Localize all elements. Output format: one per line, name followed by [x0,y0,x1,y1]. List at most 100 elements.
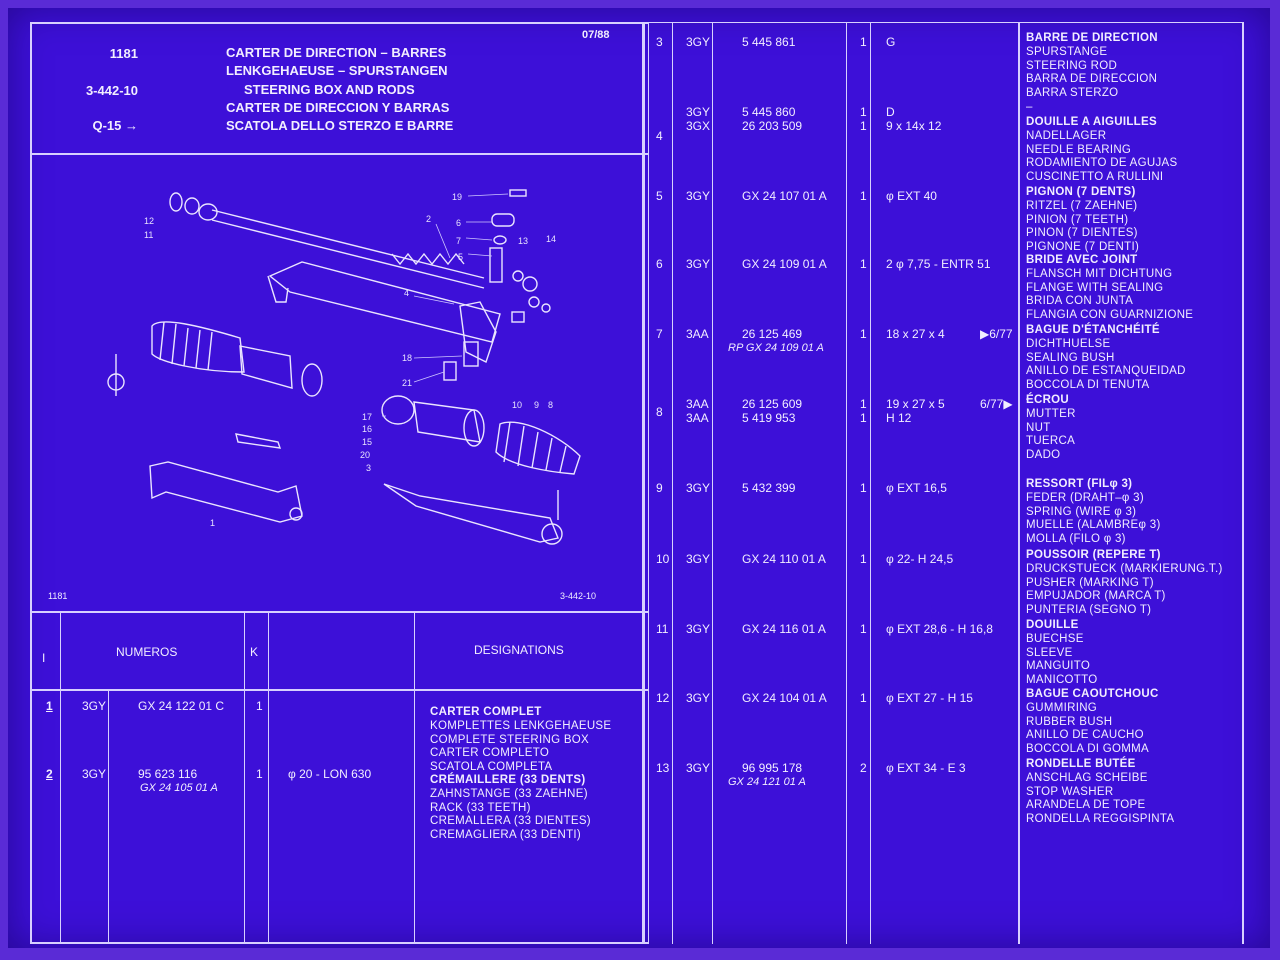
designation-line: NEEDLE BEARING [1026,143,1132,156]
callout-10: 10 [512,400,522,410]
designation-line: NUT [1026,421,1051,434]
row-prefix: 3AA [686,411,709,425]
designation-line: CUSCINETTO A RULLINI [1026,171,1164,184]
row-prefix: 3GY [82,699,107,713]
row-specification: H 12 [886,411,912,425]
row-prefix: 3GY [686,552,711,566]
row-part-number: GX 24 104 01 A [742,691,827,705]
designation-line: RACK (33 TEETH) [430,801,531,814]
row-item-number: 13 [656,761,670,775]
part-2-rack-bottom [211,219,485,289]
row-specification: φ EXT 16,5 [886,481,947,495]
row-part-number: 26 125 469 [742,327,803,341]
row-validity-date: 6/77▶ [980,397,1013,411]
rcol-line-numbers [846,22,847,944]
row-item-number: 2 [46,767,53,781]
row-specification: D [886,105,895,119]
part-14-washer [522,276,538,292]
designation-line: – [1026,100,1033,113]
exploded-parts-diagram: 19 2 6 7 13 5 14 12 11 4 18 21 10 9 8 17… [107,189,581,545]
designation-line: SPURSTANGE [1026,45,1108,58]
left-boot-ribs [159,321,213,371]
diagram-bottom-divider [30,611,648,613]
rcol-line-spec [1018,22,1020,944]
part-21-screw [443,361,457,381]
designation-line: SPRING (WIRE φ 3) [1026,505,1137,518]
row-quantity: 1 [860,189,867,203]
row-quantity: 1 [860,105,867,119]
designation-line: PINON (7 DIENTES) [1026,227,1138,240]
row-quantity: 1 [256,699,263,713]
right-top-border [642,22,1242,23]
designation-line: FLANSCH MIT DICHTUNG [1026,267,1173,280]
designation-line: PINION (7 TEETH) [1026,213,1129,226]
designation-line: NADELLAGER [1026,129,1107,142]
row-item-number: 5 [656,189,663,203]
designation-line: RONDELLE BUTÉE [1026,758,1136,770]
row-part-number: GX 24 107 01 A [742,189,827,203]
callout-9: 9 [534,400,539,410]
designation-line: CARTER COMPLETO [430,747,550,760]
row-specification: φ EXT 40 [886,189,937,203]
row-validity-date: ▶6/77 [980,327,1013,341]
callout-19: 19 [452,192,462,202]
designation-line: PUNTERIA (SEGNO T) [1026,604,1152,617]
designation-line: SEALING BUSH [1026,351,1115,364]
designation-line: BARRA DE DIRECCION [1026,73,1158,86]
left-ball-joint [107,373,125,391]
row-alt-part-number: GX 24 105 01 A [140,782,218,794]
callout-6: 6 [456,218,461,228]
table-header-divider [30,689,648,691]
row-designation: POUSSOIR (REPERE T)DRUCKSTUECK (MARKIERU… [1026,549,1223,618]
designation-line: BARRE DE DIRECTION [1026,32,1158,44]
title-es: CARTER DE DIRECCION Y BARRAS [226,100,450,115]
part-11-bush [184,197,200,215]
designation-line: RESSORT (FILφ 3) [1026,478,1133,490]
designation-line: SCATOLA COMPLETA [430,761,553,774]
row-designation: RESSORT (FILφ 3)FEDER (DRAHT–φ 3)SPRING … [1026,478,1161,547]
row-part-number: GX 24 109 01 A [742,257,827,271]
designation-line: ÉCROU [1026,394,1070,406]
row-specification: φ EXT 34 - E 3 [886,761,966,775]
row-specification: 19 x 27 x 5 [886,397,945,411]
row-item-number: 1 [46,699,53,713]
header-divider [30,153,648,155]
catalog-reference: Q-15 → [92,118,138,133]
left-boot [151,321,245,373]
row-quantity: 1 [860,691,867,705]
rack-teeth [391,252,465,266]
frame-bottom-left [30,942,648,944]
left-tube-end [301,363,323,397]
title-fr: CARTER DE DIRECTION – BARRES [226,45,447,60]
row-part-number: 5 445 861 [742,35,796,49]
designation-line: BRIDA CON JUNTA [1026,295,1134,308]
designation-line: DRUCKSTUECK (MARKIERUNG.T.) [1026,562,1223,575]
row-specification: φ 20 - LON 630 [288,767,372,781]
center-divider [642,22,645,944]
row-specification: 2 φ 7,75 - ENTR 51 [886,257,991,271]
col-header-numeros: NUMEROS [116,645,178,659]
designation-line: DOUILLE [1026,619,1079,631]
designation-line: RODAMIENTO DE AGUJAS [1026,157,1178,170]
row-designation: CRÉMAILLERE (33 DENTS)ZAHNSTANGE (33 ZAE… [430,774,591,843]
designation-line: DADO [1026,449,1061,462]
designation-line: RITZEL (7 ZAEHNE) [1026,199,1138,212]
part-3-steering-rod [383,483,559,543]
row-prefix: 3GY [686,761,711,775]
designation-line: ANILLO DE CAUCHO [1026,729,1144,742]
row-prefix: 3GY [686,189,711,203]
callout-4: 4 [404,288,409,298]
col-line-item [60,613,61,943]
callout-7: 7 [456,236,461,246]
part-6-flange [491,213,515,227]
part-5-pinion [489,247,503,283]
row-alt-part-number: RP GX 24 109 01 A [728,342,824,354]
left-boot-tube [239,345,293,389]
row-prefix: 3GY [686,257,711,271]
row-specification: φ EXT 28,6 - H 16,8 [886,622,993,636]
